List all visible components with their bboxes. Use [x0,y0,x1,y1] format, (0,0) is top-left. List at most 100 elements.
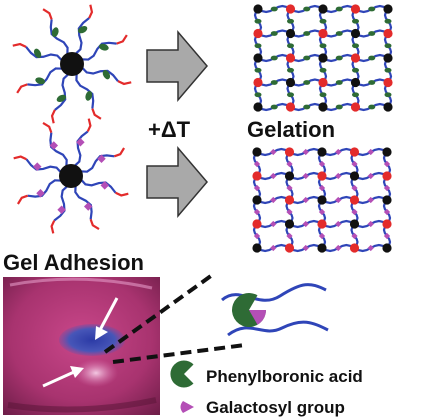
network-crosslink [284,195,295,205]
polymer-arm [27,67,64,87]
phenylboronic-acid-icon [51,27,59,38]
delta-t-label: +ΔT [148,117,191,142]
phenylboronic-acid-icon [85,90,93,101]
phenylboronic-acid-icon [335,31,343,36]
network-core [318,102,328,112]
network-crosslink [317,171,327,181]
network-core [318,4,328,14]
phenylboronic-acid-icon [319,67,327,73]
legend: Phenylboronic acid Galactosyl group [170,360,363,417]
network-crosslink [317,219,327,229]
polymer-arm [53,184,69,222]
network-core [382,243,392,253]
network-core [253,4,263,14]
phenylboronic-acid-icon [335,55,343,61]
phenylboronic-acid-icon [352,67,359,73]
network-core [285,77,296,88]
network-core [284,219,295,229]
network-core [382,147,392,157]
phenylboronic-acid-icon [319,18,327,24]
phenylboronic-acid-icon [254,92,262,98]
network-core [285,28,296,39]
phenylboronic-acid-icon [287,43,294,49]
network-core [349,171,360,181]
legend-label: Galactosyl group [206,398,345,417]
network-crosslink [318,77,328,88]
phenylboronic-acid-icon [303,104,311,110]
galactosyl-icon [49,141,59,150]
zoom-line [103,271,217,354]
network-core [253,53,263,63]
galactosyl-icon [253,232,261,240]
legend-item: Phenylboronic acid [170,360,363,388]
polymer-arm-end [86,118,92,132]
network-crosslink [350,53,361,63]
polymer-arm-end [116,34,128,45]
polymer-arm-end [117,80,132,86]
phenylboronic-acid-icon [287,67,294,73]
phenylboronic-acid-icon [384,43,392,49]
network-crosslink [350,4,361,14]
gel-network-icon [252,147,392,253]
polymer-arm [74,184,93,220]
network-core [383,53,393,63]
gelation-label: Gelation [247,117,335,142]
network-crosslink [284,243,295,253]
pointer-arrow-icon [42,366,84,388]
galactosyl-icon [76,138,85,147]
network-core [317,195,327,205]
network-crosslink [383,77,393,88]
polymer-arm [49,19,69,56]
phenylboronic-acid-icon [33,48,42,59]
polymer-arm-end [42,8,53,20]
polymer-arm [75,72,95,109]
polymer-arm [54,72,70,111]
phenylboronic-acid-icon [384,67,392,73]
network-crosslink [349,243,360,253]
zoom-line [112,343,246,364]
network-crosslink [252,171,262,181]
legend-item: Galactosyl group [180,398,345,417]
phenylboronic-acid-icon [319,43,327,49]
network-crosslink [285,4,296,14]
phenylboronic-acid-icon [352,43,359,49]
gel-adhesion-label: Gel Adhesion [3,250,144,275]
polymer-arm-end [89,218,100,231]
phenylboronic-acid-icon [368,6,376,12]
polymer-arm [27,179,63,198]
network-core [318,53,328,63]
polymer-arm-end [88,4,94,19]
right-arrow-icon [146,145,208,219]
phenylboronic-acid-icon [368,55,376,61]
phenylboronic-acid-icon [254,43,262,49]
polymer-arm [80,66,119,82]
phenylboronic-acid-icon [102,69,111,80]
phenylboronic-acid-icon [335,6,343,12]
phenylboronic-acid-icon [270,6,278,12]
network-crosslink [382,219,392,229]
phenylboronic-acid-icon [368,31,376,36]
star-polymer-galactosyl-icon [13,118,129,234]
polymer-arm [74,17,90,56]
polymer-arm-end [16,83,28,94]
phenylboronic-acid-icon [352,18,359,24]
network-core [253,102,263,112]
network-crosslink [253,77,263,88]
polymer-arm-end [50,220,56,234]
star-core [59,164,83,188]
galactosyl-icon [83,202,93,211]
phenylboronic-acid-icon [368,80,376,85]
magnified-crosslink-icon [221,283,329,337]
phenylboronic-acid-icon [303,31,311,36]
network-crosslink [383,28,393,39]
polymer-arm [73,130,89,168]
phenylboronic-acid-icon [303,80,311,85]
legend-label: Phenylboronic acid [206,367,363,386]
phenylboronic-acid-icon [270,31,278,36]
phenylboronic-acid-icon [335,104,343,110]
network-core [350,28,361,39]
phenylboronic-acid-icon [270,80,278,85]
photo-inset [3,277,160,415]
network-core [382,195,392,205]
